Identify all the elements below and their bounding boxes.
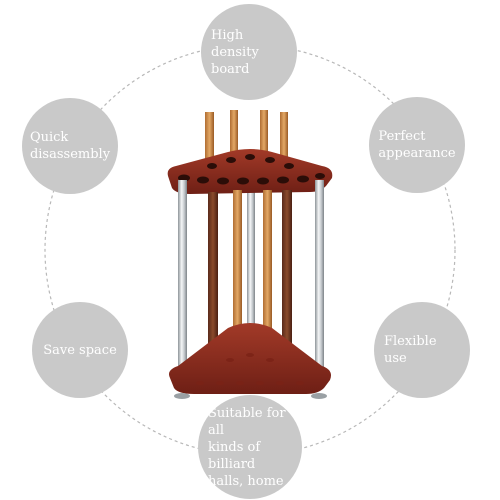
feature-high-density-board: High density board — [201, 4, 297, 100]
top-board — [167, 149, 333, 194]
foot-left — [174, 393, 190, 399]
feature-label: Quick disassembly — [29, 130, 111, 162]
feature-label: Perfect appearance — [378, 129, 456, 161]
left-pole — [178, 180, 187, 380]
feature-label: High density board — [211, 27, 259, 77]
feature-suitable-for-halls: Suitable for all kinds of billiard halls… — [198, 395, 302, 499]
feature-flexible-use: Flexible use — [374, 302, 470, 398]
foot-right — [311, 393, 327, 399]
bottom-board — [169, 323, 331, 394]
top-board-holes — [178, 154, 325, 185]
feature-label: Flexible use — [384, 334, 437, 366]
feature-quick-disassembly: Quick disassembly — [22, 98, 118, 194]
cue-1-tip — [205, 112, 214, 172]
cue-2-tip — [230, 110, 238, 165]
feature-label: Suitable for all kinds of billiard halls… — [208, 405, 286, 489]
feature-perfect-appearance: Perfect appearance — [369, 97, 465, 193]
cue-2-butt — [233, 190, 242, 350]
cue-4-tip — [280, 112, 288, 170]
feature-save-space: Save space — [32, 302, 128, 398]
cue-3-butt — [263, 190, 272, 355]
cue-4-butt — [282, 190, 292, 360]
feature-label: Save space — [43, 342, 117, 358]
cue-3-tip — [260, 110, 268, 165]
back-pole — [247, 185, 255, 325]
right-pole — [315, 180, 324, 380]
cue-1-butt — [208, 192, 218, 352]
bottom-board-holes — [196, 353, 304, 385]
